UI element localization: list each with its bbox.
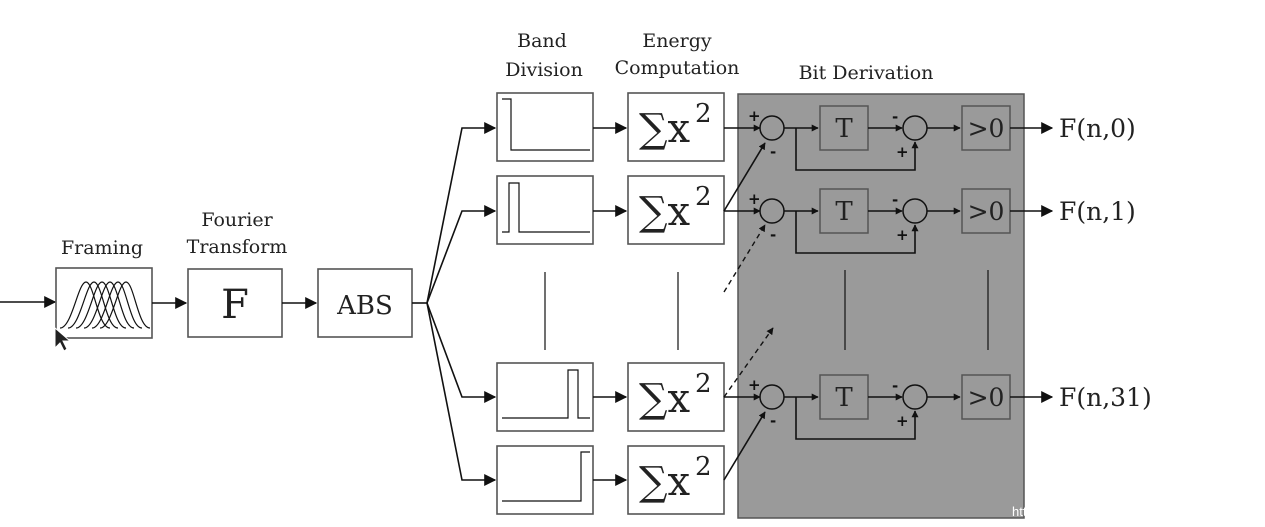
svg-text:-: - <box>770 226 776 244</box>
svg-text:∑x: ∑x <box>639 376 691 422</box>
svg-text:+: + <box>748 376 761 394</box>
svg-text:-: - <box>770 412 776 430</box>
abs-block <box>317 268 413 338</box>
energy-block-1: ∑x 2 <box>627 175 725 245</box>
bit-row-0: + - T - + >0 <box>748 105 1054 171</box>
energy-block-30: ∑x 2 <box>627 362 725 432</box>
framing-block <box>55 267 153 339</box>
svg-text:T: T <box>835 114 853 144</box>
svg-text:+: + <box>748 107 761 125</box>
output-label-31: F(n,31) <box>1059 383 1152 412</box>
mouse-cursor-icon <box>54 326 72 352</box>
svg-text:2: 2 <box>695 452 712 482</box>
band-filter-30 <box>496 362 594 432</box>
energy-block-0: ∑x 2 <box>627 92 725 162</box>
svg-text:T: T <box>835 383 853 413</box>
svg-text:-: - <box>892 108 898 126</box>
output-label-0: F(n,0) <box>1059 114 1136 143</box>
fourier-label-line1: Fourier <box>201 209 273 231</box>
svg-text:-: - <box>892 191 898 209</box>
svg-text:∑x: ∑x <box>639 189 691 235</box>
energy-label-line1: Energy <box>642 30 712 52</box>
svg-text:2: 2 <box>695 369 712 399</box>
svg-text:2: 2 <box>695 182 712 212</box>
band-filter-0 <box>496 92 594 162</box>
energy-to-adder-arrows <box>723 124 774 481</box>
svg-text:T: T <box>835 197 853 227</box>
energy-block-31: ∑x 2 <box>627 445 725 515</box>
band-filter-1 <box>496 175 594 245</box>
framing-label: Framing <box>61 237 143 259</box>
band-label-line2: Division <box>505 59 583 81</box>
fourier-block-text: F <box>221 282 249 328</box>
svg-text:>0: >0 <box>968 114 1005 143</box>
fourier-block <box>187 268 283 338</box>
fourier-label-line2: Transform <box>187 236 288 258</box>
svg-text:-: - <box>770 143 776 161</box>
abs-block-text: ABS <box>336 291 393 321</box>
bit-derivation-label: Bit Derivation <box>799 62 934 84</box>
svg-text:>0: >0 <box>968 197 1005 226</box>
svg-text:+: + <box>748 190 761 208</box>
svg-text:∑x: ∑x <box>639 459 691 505</box>
band-filter-31 <box>496 445 594 515</box>
svg-text:∑x: ∑x <box>639 106 691 152</box>
abs-fanout-arrows <box>412 122 497 486</box>
bit-derivation-panel <box>737 93 1025 519</box>
svg-text:+: + <box>896 226 909 244</box>
bit-row-1: + - T - + >0 <box>748 188 1054 254</box>
svg-text:2: 2 <box>695 99 712 129</box>
svg-text:+: + <box>896 143 909 161</box>
svg-text:>0: >0 <box>968 383 1005 412</box>
band-label-line1: Band <box>517 30 567 52</box>
band-to-energy-arrows <box>593 122 628 486</box>
bit-row-31: + - T - + >0 <box>748 374 1054 440</box>
watermark-text: https://blog.csdn.net/Wang_Runlin <box>1012 504 1210 519</box>
energy-label-line2: Computation <box>615 57 740 79</box>
output-label-1: F(n,1) <box>1059 197 1136 226</box>
svg-text:+: + <box>896 412 909 430</box>
svg-text:-: - <box>892 377 898 395</box>
